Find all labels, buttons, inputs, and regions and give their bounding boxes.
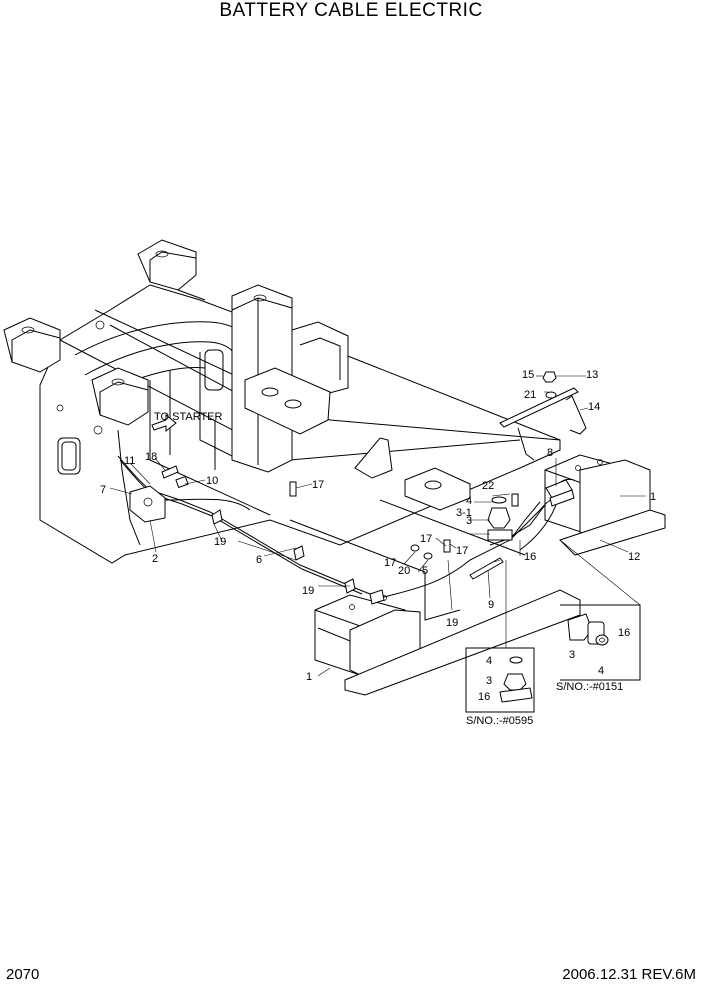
callout-6: 6 [256, 554, 262, 566]
revision-date: 2006.12.31 REV.6M [562, 966, 696, 983]
small-parts [129, 371, 587, 605]
callout-8: 8 [547, 447, 553, 459]
callout-3-inset-0151: 3 [569, 649, 575, 661]
serial-note-0595: S/NO.:-#0595 [466, 715, 533, 727]
callout-21: 21 [524, 389, 536, 401]
callout-1-rear: 1 [650, 491, 656, 503]
callout-18: 18 [145, 451, 157, 463]
callout-16-inset-0151: 16 [618, 627, 630, 639]
callout-3-1: 3-1 [456, 507, 472, 519]
callout-17-mid: 17 [420, 533, 432, 545]
callout-labels: TO STARTER 1 1 2 3 3 3 3-1 4 4 4 5 6 7 8… [100, 369, 656, 727]
callout-11: 11 [124, 455, 135, 467]
callout-2: 2 [152, 553, 158, 565]
callout-14: 14 [588, 401, 600, 413]
page-title: BATTERY CABLE ELECTRIC [219, 0, 483, 21]
callout-12: 12 [628, 551, 640, 563]
callout-4-inset-0151: 4 [598, 665, 604, 677]
battery-rear [544, 454, 666, 556]
callout-19-mid: 19 [302, 585, 314, 597]
callout-17-left: 17 [384, 557, 396, 569]
inset-sn-0595 [465, 560, 535, 713]
callout-4-main: 4 [466, 495, 472, 507]
callout-7: 7 [100, 484, 106, 496]
callout-to-starter: TO STARTER [154, 411, 223, 423]
callout-9: 9 [488, 599, 494, 611]
page-number: 2070 [6, 966, 40, 983]
callout-16-inset-0595: 16 [478, 691, 490, 703]
callout-22: 22 [482, 480, 494, 492]
callout-1-front: 1 [306, 671, 312, 683]
callout-13: 13 [586, 369, 598, 381]
callout-3-inset-0595: 3 [486, 675, 492, 687]
callout-3-main: 3 [466, 515, 472, 527]
callout-19-right: 19 [446, 617, 458, 629]
leader-lines [109, 375, 646, 677]
callout-5: 5 [422, 565, 428, 577]
battery-front [314, 589, 581, 696]
callout-10: 10 [206, 475, 218, 487]
inset-sn-0151 [559, 539, 641, 681]
callout-4-inset-0595: 4 [486, 655, 492, 667]
callout-16-main: 16 [524, 551, 536, 563]
callout-19-left: 19 [214, 536, 226, 548]
callout-17-right: 17 [456, 545, 468, 557]
callout-15: 15 [522, 369, 534, 381]
to-starter-arrow [151, 413, 177, 433]
callout-20: 20 [398, 565, 410, 577]
serial-note-0151: S/NO.:-#0151 [556, 681, 623, 693]
frame-mounts [3, 239, 526, 621]
callout-17-top: 17 [312, 479, 324, 491]
